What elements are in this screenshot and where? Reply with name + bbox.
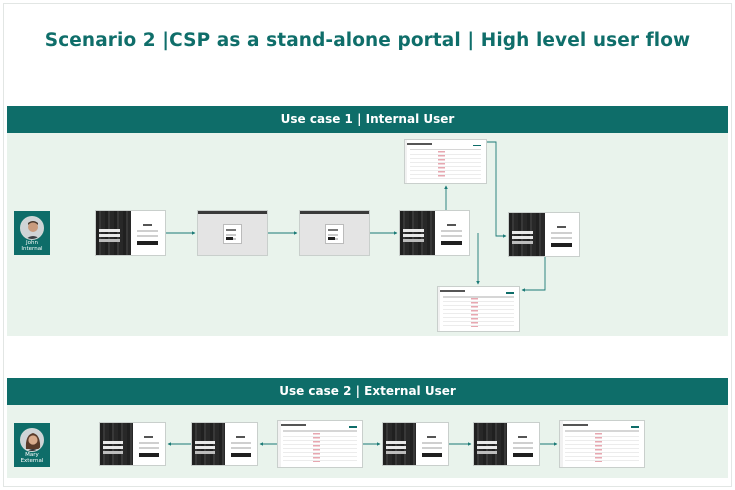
modal-screen-1 bbox=[197, 210, 268, 256]
login-screen-3 bbox=[508, 212, 580, 257]
persona-internal-user: John Internal bbox=[14, 211, 50, 255]
arrow-login3-to-table-bottom bbox=[521, 257, 546, 292]
login-screen-2 bbox=[399, 210, 470, 256]
login-screen-1 bbox=[95, 210, 166, 256]
avatar-john bbox=[20, 216, 44, 240]
arrow-table-top-to-login3 bbox=[487, 141, 507, 238]
avatar-mary bbox=[20, 428, 44, 452]
persona-external-user: Mary External bbox=[14, 423, 50, 467]
use-case-2-header: Use case 2 | External User bbox=[7, 378, 728, 405]
persona-label: Mary External bbox=[20, 452, 44, 464]
table-screen-bottom bbox=[437, 286, 520, 332]
uc2-table-screen-1 bbox=[277, 420, 363, 468]
uc2-login-screen-4 bbox=[473, 422, 540, 466]
uc2-login-screen-2 bbox=[191, 422, 258, 466]
table-screen-top bbox=[404, 139, 487, 184]
persona-label: John Internal bbox=[21, 240, 43, 252]
modal-screen-2 bbox=[299, 210, 370, 256]
uc2-login-screen-3 bbox=[382, 422, 449, 466]
use-case-1-header: Use case 1 | Internal User bbox=[7, 106, 728, 133]
uc2-login-screen-1 bbox=[99, 422, 166, 466]
page-title: Scenario 2 |CSP as a stand-alone portal … bbox=[44, 30, 691, 51]
uc2-table-screen-2 bbox=[559, 420, 645, 468]
